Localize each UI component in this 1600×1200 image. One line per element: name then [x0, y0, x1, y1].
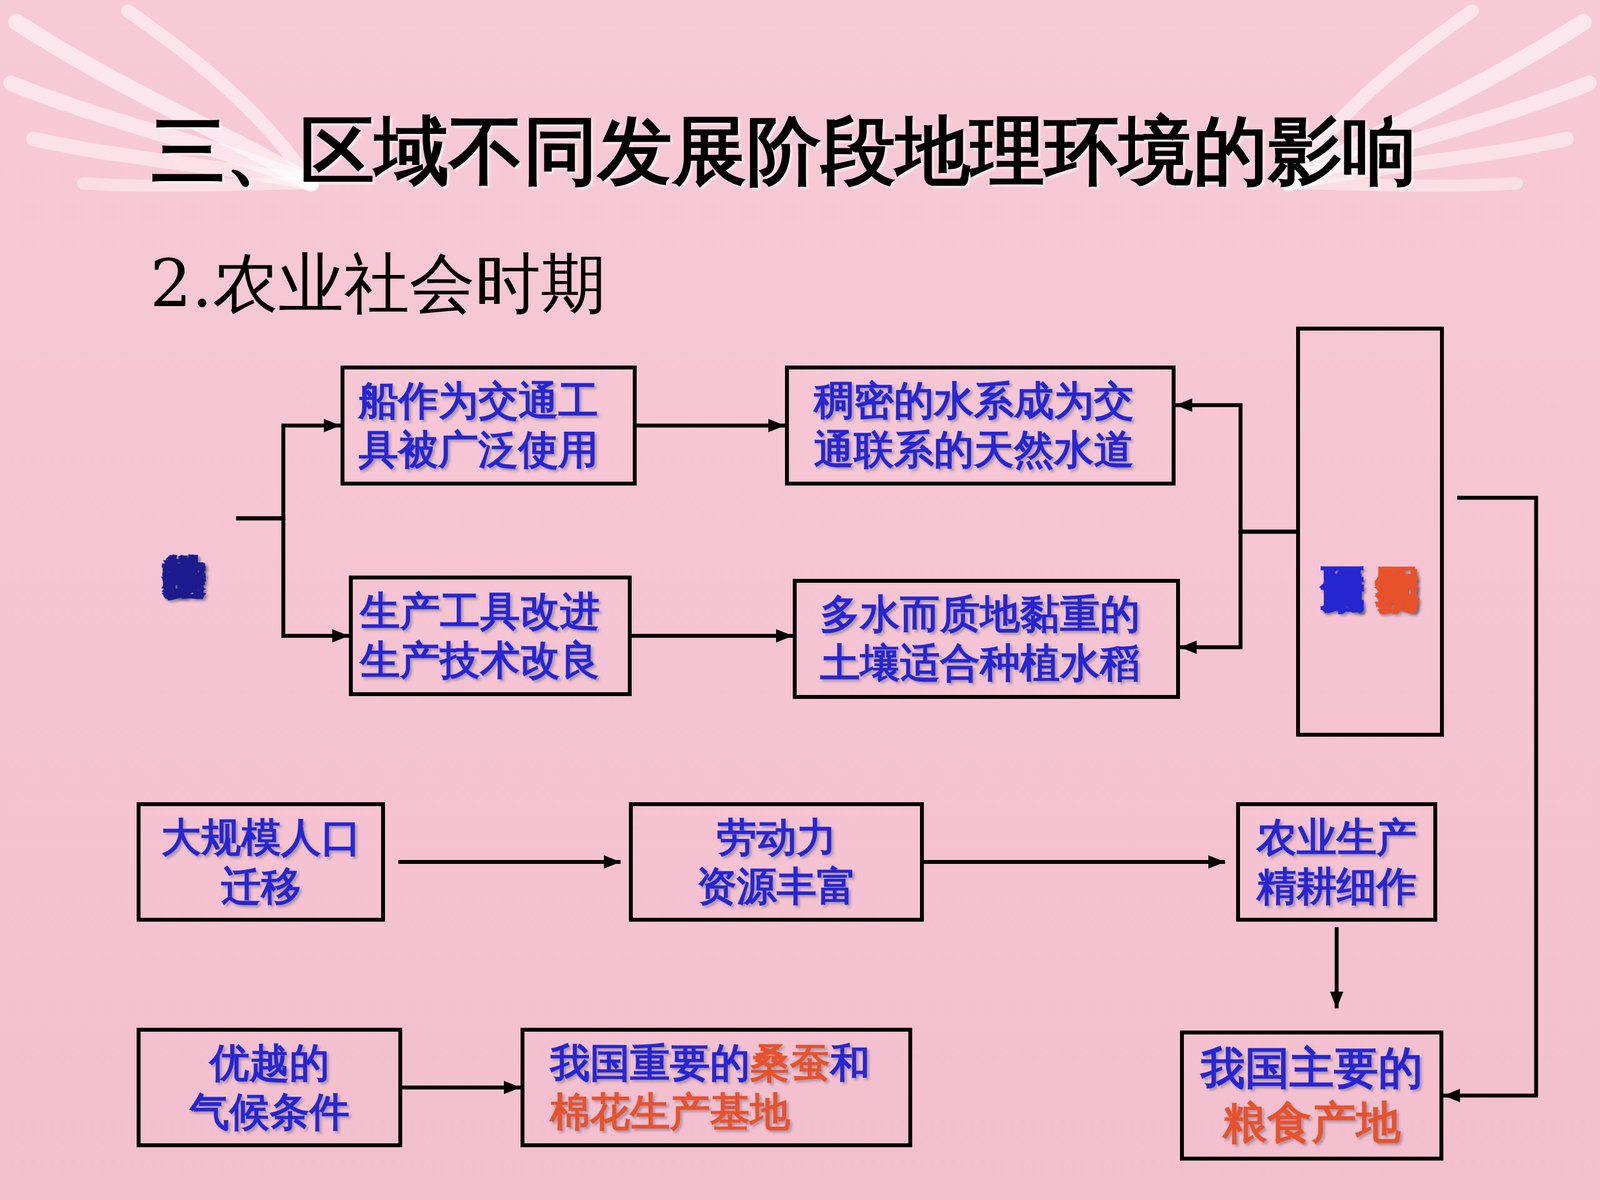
process-box: 多水而质地黏重的 土壤适合种植水稻 — [792, 578, 1180, 699]
box-text: 大规模人口 迁移 — [150, 813, 373, 912]
connector-group — [236, 425, 341, 519]
flow-arrow — [923, 860, 1225, 864]
factor-box: 制约因素变化反而成为促进因素 — [1296, 326, 1444, 737]
process-box: 优越的 气候条件 — [136, 1027, 403, 1148]
slide-title: 三、区域不同发展阶段地理环境的影响 — [151, 106, 1417, 197]
flow-arrow — [236, 518, 349, 637]
box-text: 我国重要的桑蚕和 棉花生产基地 — [550, 1038, 884, 1137]
box-text: 船作为交通工 具被广泛使用 — [358, 376, 620, 475]
process-box: 我国主要的 粮食产地 — [1180, 1030, 1444, 1161]
section-heading: 2.农业社会时期 — [150, 244, 607, 324]
process-box: 我国重要的桑蚕和 棉花生产基地 — [520, 1027, 913, 1148]
flow-arrow — [402, 1085, 521, 1090]
source-text: 科学技术的进步 — [158, 357, 212, 680]
flow-arrow — [1175, 405, 1297, 532]
flow-arrow — [631, 633, 793, 638]
text-run: 我国主要的 — [1200, 1042, 1423, 1094]
text-run: 棉花生产基地 — [550, 1088, 790, 1135]
box-text: 我国主要的 粮食产地 — [1189, 1041, 1434, 1150]
connector-group — [398, 861, 621, 863]
text-run: 桑蚕 — [750, 1039, 830, 1087]
text-run: 我国重要的 — [550, 1039, 750, 1087]
connector-group — [236, 518, 349, 637]
flow-arrow — [1443, 497, 1537, 1096]
box-text: 农业生产 精耕细作 — [1247, 813, 1426, 912]
connector-group — [923, 861, 1225, 863]
box-text: 生产工具改进 生产技术改良 — [360, 587, 622, 685]
flow-arrow — [398, 860, 621, 864]
connector-group — [636, 425, 785, 427]
connector-group — [1443, 497, 1537, 1096]
text-run: 粮食产地 — [1222, 1096, 1401, 1149]
connector-group — [1180, 531, 1297, 648]
connector-group — [631, 635, 793, 637]
connector-group — [1175, 405, 1297, 532]
process-box: 生产工具改进 生产技术改良 — [348, 575, 632, 697]
process-box: 农业生产 精耕细作 — [1236, 802, 1438, 922]
connector-group — [1336, 927, 1338, 1009]
box-text: 劳动力 资源丰富 — [687, 813, 866, 912]
process-box: 劳动力 资源丰富 — [628, 802, 924, 922]
box-text: 优越的 气候条件 — [180, 1038, 359, 1137]
flow-arrow — [636, 423, 785, 428]
process-box: 大规模人口 迁移 — [136, 802, 385, 922]
box-text: 多水而质地黏重的 土壤适合种植水稻 — [820, 590, 1154, 688]
flow-arrow — [1335, 927, 1339, 1009]
process-box: 船作为交通工 具被广泛使用 — [340, 365, 637, 486]
box-text: 稠密的水系成为交 通联系的天然水道 — [813, 376, 1148, 475]
connector-group — [402, 1087, 521, 1088]
flow-arrow — [1180, 531, 1297, 648]
process-box: 稠密的水系成为交 通联系的天然水道 — [785, 365, 1176, 486]
flow-arrow — [236, 425, 341, 519]
text-run: 和 — [830, 1039, 870, 1087]
